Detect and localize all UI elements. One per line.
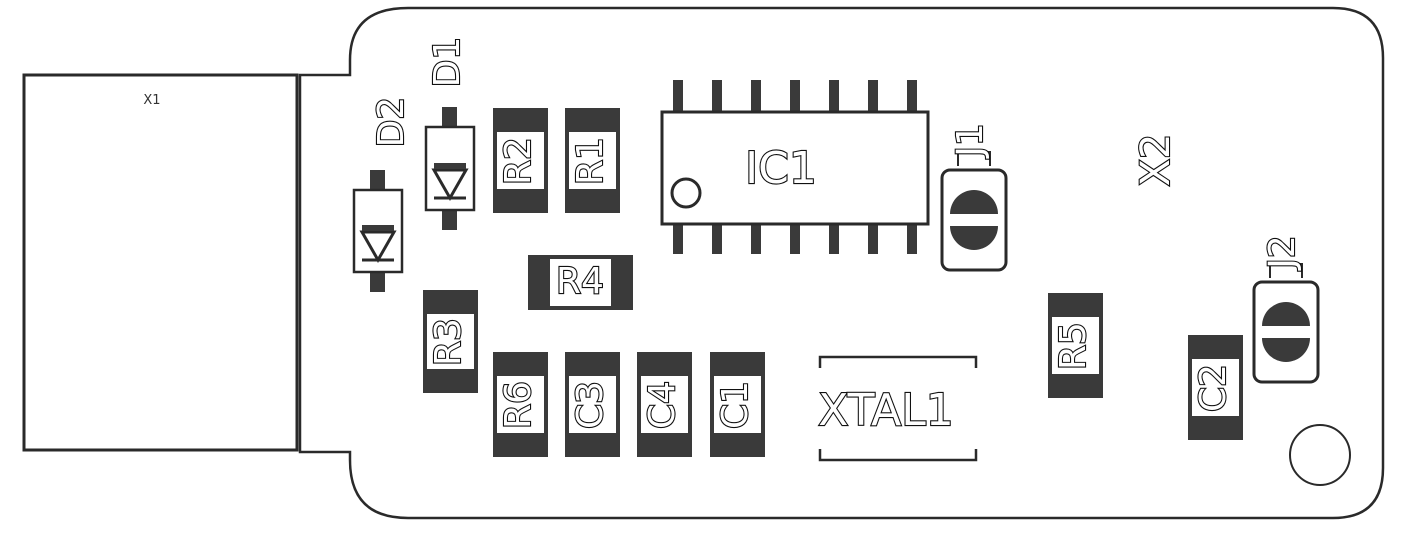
- label-c4: C4: [642, 381, 683, 429]
- label-x2: X2: [1133, 134, 1179, 187]
- label-j1: J1: [950, 123, 991, 159]
- crystal-xtal1: XTAL1: [817, 355, 978, 462]
- label-x1: X1: [143, 93, 160, 108]
- jumper-j2: J2: [1252, 234, 1320, 384]
- diode-d2: D2: [352, 96, 413, 292]
- label-r6: R6: [498, 381, 539, 429]
- connector-x1: X1: [22, 73, 299, 452]
- label-c1: C1: [715, 381, 756, 429]
- label-ic1: IC1: [745, 143, 817, 194]
- label-r3: R3: [428, 318, 469, 366]
- label-r2: R2: [498, 137, 539, 185]
- label-c2: C2: [1193, 364, 1234, 412]
- mounting-hole: [1289, 424, 1351, 486]
- label-c3: C3: [570, 381, 611, 429]
- resistor-r6: R6: [493, 352, 548, 457]
- ic1-pins-top: [673, 80, 917, 112]
- ic-ic1: IC1: [660, 80, 930, 254]
- capacitor-c4: C4: [637, 352, 692, 457]
- resistor-r5: R5: [1048, 293, 1103, 398]
- resistor-r4: R4: [528, 255, 633, 310]
- label-xtal1: XTAL1: [818, 385, 953, 436]
- label-r4: R4: [556, 261, 604, 302]
- label-d2: D2: [371, 97, 412, 148]
- diode-d1: D1: [424, 36, 476, 230]
- board-outline: [298, 6, 1385, 520]
- label-r5: R5: [1053, 322, 1094, 370]
- jumper-j1: J1: [940, 122, 1008, 272]
- label-d1: D1: [427, 37, 468, 88]
- resistor-r3: R3: [423, 290, 478, 393]
- capacitor-c3: C3: [565, 352, 620, 457]
- resistor-r2: R2: [493, 108, 548, 213]
- capacitor-c2: C2: [1188, 335, 1243, 440]
- label-r1: R1: [570, 137, 611, 185]
- capacitor-c1: C1: [710, 352, 765, 457]
- label-j2: J2: [1262, 235, 1303, 271]
- ic1-pins-bottom: [673, 222, 917, 254]
- resistor-r1: R1: [565, 108, 620, 213]
